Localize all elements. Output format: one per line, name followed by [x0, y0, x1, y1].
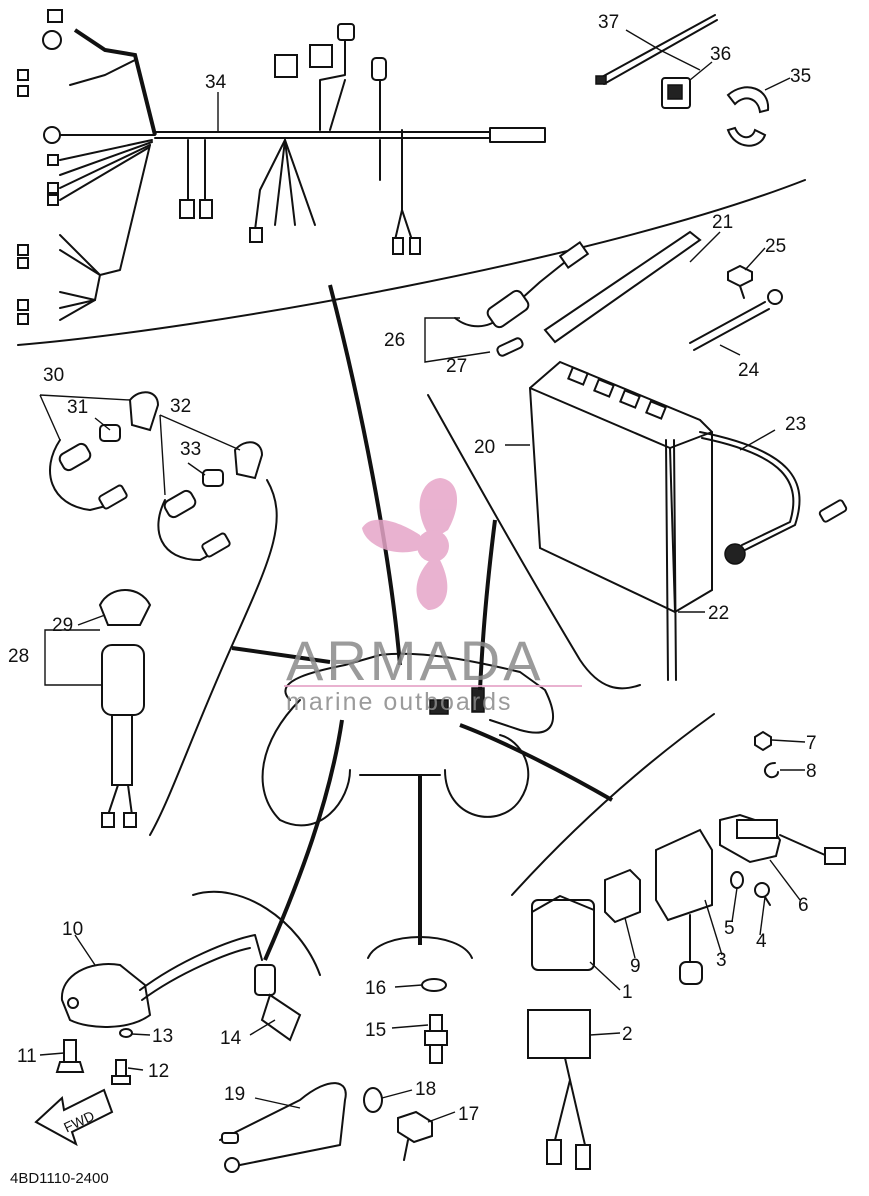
- watermark-brand: ARMADA: [286, 629, 544, 692]
- battery-region-border: [427, 394, 641, 690]
- bracket-2: [527, 1009, 591, 1170]
- callout-34: 34: [205, 72, 227, 93]
- callout-29: 29: [52, 615, 73, 636]
- callout-6: 6: [798, 895, 809, 916]
- battery-band-21: [543, 230, 702, 344]
- propeller-blade-right: [416, 560, 448, 610]
- callout-13: 13: [152, 1026, 173, 1047]
- lead-wire-19: [219, 1082, 347, 1173]
- callout-17: 17: [458, 1104, 479, 1125]
- callout-16: 16: [365, 978, 386, 999]
- callout-36: 36: [710, 44, 731, 65]
- bolt-11: [55, 1039, 85, 1073]
- regulator-region-border: [511, 713, 715, 896]
- armada-watermark: ARMADA marine outboards: [284, 478, 582, 716]
- propeller-blade-left: [362, 519, 425, 553]
- harness-region-border: [17, 179, 806, 346]
- callout-7: 7: [806, 733, 817, 754]
- callout-28: 28: [8, 646, 29, 667]
- ground-lead-24: [689, 289, 783, 351]
- washer-18: [363, 1087, 383, 1113]
- callout-11: 11: [17, 1046, 37, 1067]
- plug-cap-32: [157, 441, 264, 561]
- callout-24: 24: [738, 360, 760, 381]
- breather-hose-22: [665, 439, 677, 681]
- callout-9: 9: [630, 956, 641, 977]
- ignition-coil-10: [60, 934, 263, 1028]
- plug-cap-14: [254, 964, 302, 1042]
- callout-12: 12: [148, 1061, 169, 1082]
- callout-25: 25: [765, 236, 786, 257]
- wire-group-border: [149, 479, 278, 836]
- washer-5: [730, 871, 744, 889]
- clip-8: [763, 762, 779, 779]
- cable-tie-37: [595, 14, 718, 85]
- callout-labels: 1 2 3 4 5 6 7 8 9 10 11 12 13 14 15 16 1…: [8, 12, 817, 1125]
- nut-7: [754, 730, 772, 752]
- bolt-17: [397, 1110, 433, 1161]
- leader-lines: [231, 284, 613, 961]
- coil-region-border: [192, 890, 321, 976]
- rectifier-3: [655, 828, 713, 985]
- washer-13: [119, 1028, 133, 1038]
- callout-14: 14: [220, 1028, 242, 1049]
- callout-10: 10: [62, 919, 83, 940]
- callout-27: 27: [446, 356, 467, 377]
- callout-19: 19: [224, 1084, 245, 1105]
- bolt-12: [111, 1059, 131, 1085]
- callout-21: 21: [712, 212, 733, 233]
- document-code: 4BD1110-2400: [10, 1170, 109, 1187]
- washer-16: [421, 978, 447, 992]
- callout-20: 20: [474, 437, 495, 458]
- bolt-4: [754, 882, 771, 906]
- relay-9: [604, 868, 641, 924]
- callout-26: 26: [384, 330, 405, 351]
- callout-8: 8: [806, 761, 817, 782]
- callout-2: 2: [622, 1024, 633, 1045]
- callout-32: 32: [170, 396, 191, 417]
- spark-plug-15: [424, 1014, 448, 1064]
- battery-20: [528, 360, 713, 614]
- callout-23: 23: [785, 414, 806, 435]
- callout-4: 4: [756, 931, 767, 952]
- callout-15: 15: [365, 1020, 386, 1041]
- callout-5: 5: [724, 918, 735, 939]
- fuse-holder-26: [454, 240, 590, 329]
- wire-harness: [17, 9, 546, 325]
- callout-18: 18: [415, 1079, 436, 1100]
- propeller-logo: [362, 478, 458, 610]
- main-switch-28: [98, 589, 152, 828]
- callout-1: 1: [622, 982, 633, 1003]
- battery-bolt-25: [727, 264, 753, 299]
- propeller-blade-top: [419, 478, 458, 540]
- callout-30: 30: [43, 365, 64, 386]
- propeller-hub: [417, 530, 449, 562]
- battery-lead-23: [699, 431, 848, 565]
- clamp-35: [726, 86, 770, 147]
- callout-37: 37: [598, 12, 619, 33]
- cdi-unit-1: [531, 895, 595, 971]
- plug-cap-30: [49, 391, 160, 511]
- callout-31: 31: [67, 397, 88, 418]
- watermark-tagline: marine outboards: [286, 688, 513, 716]
- callout-leaders: [39, 29, 806, 1123]
- fuse-27: [496, 337, 524, 357]
- callout-35: 35: [790, 66, 811, 87]
- callout-22: 22: [708, 603, 729, 624]
- forward-arrow: FWD: [34, 1088, 114, 1147]
- motorcycle-outline: [261, 652, 554, 827]
- callout-33: 33: [180, 439, 201, 460]
- clip-36: [661, 77, 691, 109]
- callout-3: 3: [716, 950, 727, 971]
- starter-relay-6: [719, 813, 846, 865]
